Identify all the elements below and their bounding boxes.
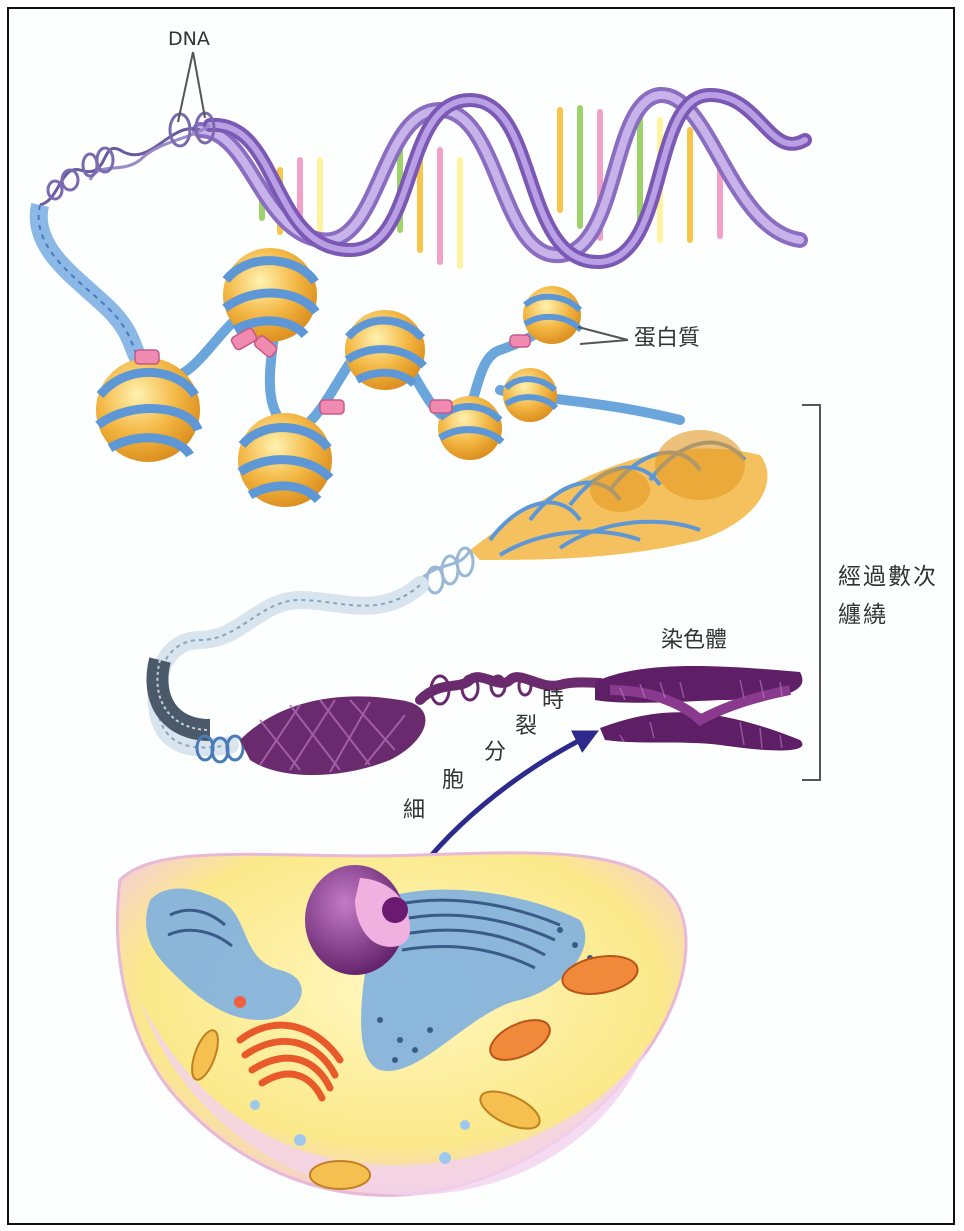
coiling-label-line1: 經過數次 — [838, 566, 938, 589]
protein-pointer-lines — [578, 327, 628, 344]
cell-division-char-1: 細 — [403, 800, 425, 822]
cell-division-char-4: 裂 — [515, 716, 537, 738]
dna-double-helix — [40, 95, 805, 266]
cell-division-char-2: 胞 — [442, 770, 464, 792]
chromosome — [595, 666, 802, 750]
animal-cell — [117, 853, 686, 1195]
cell-division-char-3: 分 — [484, 742, 506, 764]
dna-coil-fibre — [39, 205, 150, 370]
coiling-bracket — [802, 405, 820, 780]
cell-division-char-5: 時 — [542, 690, 564, 712]
chromosome-label: 染色體 — [661, 630, 727, 652]
dna-pointer-lines — [178, 52, 205, 122]
dna-label: DNA — [168, 30, 210, 49]
coiling-label-line2: 纏繞 — [838, 604, 888, 627]
protein-label: 蛋白質 — [634, 328, 700, 350]
nucleosome-string — [96, 248, 680, 507]
